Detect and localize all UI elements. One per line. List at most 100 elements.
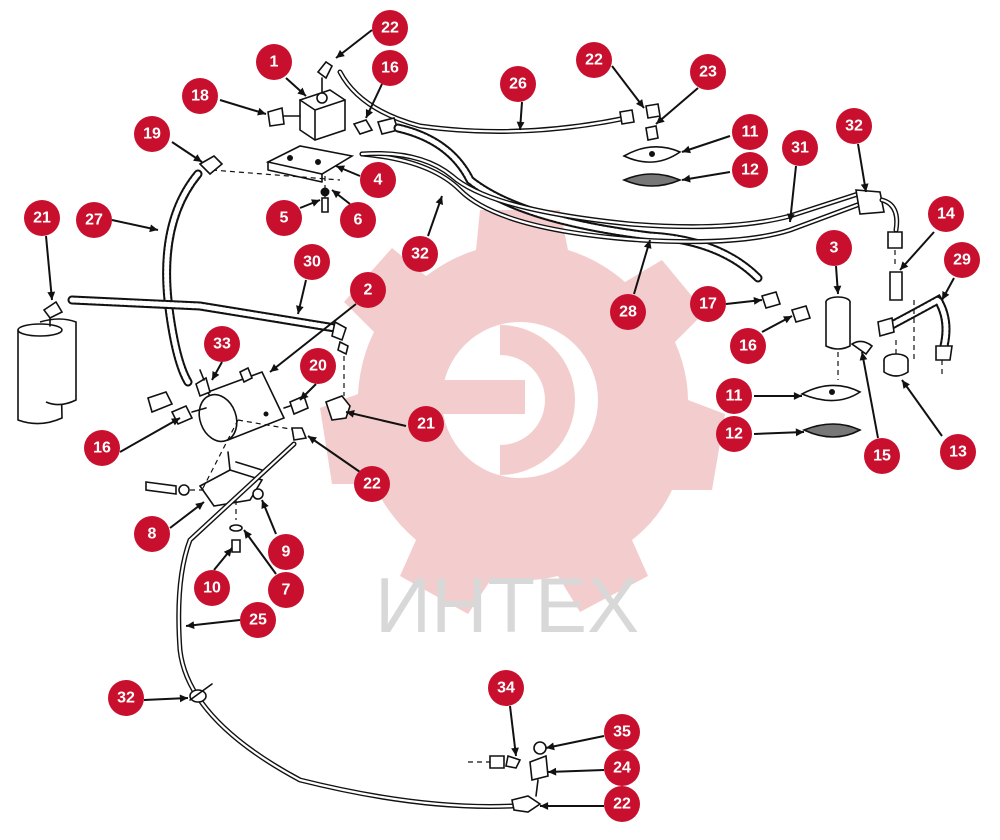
callout-22-upper[interactable]: 22 [576,42,612,78]
callout-16-right[interactable]: 16 [730,328,766,364]
fitting-part-22-upper [645,103,661,119]
callout-layer: 1 22 16 18 19 4 5 6 21 27 30 2 33 20 21 … [24,10,980,822]
callout-20[interactable]: 20 [300,348,336,384]
arrow-22-upper [611,65,645,109]
svg-text:33: 33 [213,336,231,353]
callout-4[interactable]: 4 [360,162,396,198]
svg-text:22: 22 [613,796,631,813]
tank-part-2 [198,366,286,443]
hose-part-28 [393,123,763,283]
callout-8[interactable]: 8 [134,516,170,552]
callout-11-lower[interactable]: 11 [716,378,752,414]
callout-12-lower[interactable]: 12 [716,416,752,452]
arrow-11-lower [754,392,802,400]
svg-text:14: 14 [937,206,955,223]
callout-24[interactable]: 24 [604,750,640,786]
callout-31[interactable]: 31 [782,130,818,166]
hose-part-29 [877,293,953,376]
callout-2[interactable]: 2 [350,272,386,308]
callout-27[interactable]: 27 [76,202,112,238]
fitting-part-33 [195,369,211,398]
callout-28[interactable]: 28 [610,294,646,330]
arrow-16-left [119,417,181,453]
arrow-24 [547,767,605,776]
callout-34[interactable]: 34 [488,670,524,706]
svg-text:12: 12 [725,426,743,443]
svg-text:13: 13 [949,444,967,461]
svg-text:26: 26 [509,76,527,93]
svg-text:10: 10 [203,580,221,597]
callout-14[interactable]: 14 [928,196,964,232]
arrow-12-upper [681,171,731,183]
svg-text:16: 16 [381,60,399,77]
callout-26[interactable]: 26 [500,66,536,102]
tube-part-26 [337,69,635,134]
callout-35[interactable]: 35 [604,714,640,750]
callout-16-top[interactable]: 16 [372,50,408,86]
fitting-part-14 [887,231,903,301]
arrow-15 [859,351,879,439]
callout-18[interactable]: 18 [182,78,218,114]
svg-text:21: 21 [417,416,435,433]
svg-text:35: 35 [613,724,631,741]
callout-10[interactable]: 10 [194,570,230,606]
callout-19[interactable]: 19 [134,116,170,152]
callout-22-tank[interactable]: 22 [354,466,390,502]
svg-text:32: 32 [411,246,429,263]
arrow-2 [269,303,357,373]
arrow-12-lower [753,428,805,437]
arrow-31 [786,165,797,223]
arrow-14 [899,231,935,271]
arrow-25 [185,619,241,629]
callout-12-upper[interactable]: 12 [732,152,768,188]
hose-part-30 [67,295,349,396]
arrow-3 [833,265,842,295]
callout-22-bottom[interactable]: 22 [604,786,640,822]
callout-13[interactable]: 13 [940,434,976,470]
callout-16-left[interactable]: 16 [84,430,120,466]
callout-15[interactable]: 15 [864,438,900,474]
svg-text:22: 22 [381,20,399,37]
arrow-16-top [365,83,383,119]
clip-part-32-tube [855,189,900,233]
bracket-part-4 [265,145,355,213]
svg-text:17: 17 [699,296,717,313]
callout-7[interactable]: 7 [268,572,304,608]
svg-text:32: 32 [117,690,135,707]
fitting-part-16-right [790,305,812,323]
bracket-part-8 [145,419,297,553]
callout-33[interactable]: 33 [204,326,240,362]
callout-29[interactable]: 29 [944,242,980,278]
svg-text:22: 22 [363,476,381,493]
callout-21-left[interactable]: 21 [24,200,60,236]
callout-32-lower[interactable]: 32 [108,680,144,716]
plate-part-11-upper [622,146,682,163]
callout-5[interactable]: 5 [266,200,302,236]
callout-9[interactable]: 9 [268,534,304,570]
filter-part-21 [17,300,77,425]
arrow-19 [171,141,203,163]
svg-text:28: 28 [619,304,637,321]
fitting-part-19 [198,155,224,176]
callout-11-upper[interactable]: 11 [732,114,768,150]
hose-part-27 [162,169,203,387]
callout-21-tank[interactable]: 21 [408,406,444,442]
filter-part-3 [825,296,851,380]
callout-30[interactable]: 30 [294,244,330,280]
svg-text:25: 25 [249,612,267,629]
gasket-part-12-upper [621,173,683,187]
callout-3[interactable]: 3 [816,230,852,266]
callout-22-top[interactable]: 22 [372,10,408,46]
arrow-4 [335,165,361,177]
callout-6[interactable]: 6 [340,202,376,238]
callout-32-middle[interactable]: 32 [402,236,438,272]
svg-text:1: 1 [270,54,279,71]
callout-17[interactable]: 17 [690,286,726,322]
svg-text:32: 32 [845,118,863,135]
callout-1[interactable]: 1 [256,44,292,80]
callout-25[interactable]: 25 [240,602,276,638]
svg-text:9: 9 [282,544,291,561]
arrow-23 [655,87,699,125]
callout-32-right[interactable]: 32 [836,108,872,144]
callout-23[interactable]: 23 [690,54,726,90]
